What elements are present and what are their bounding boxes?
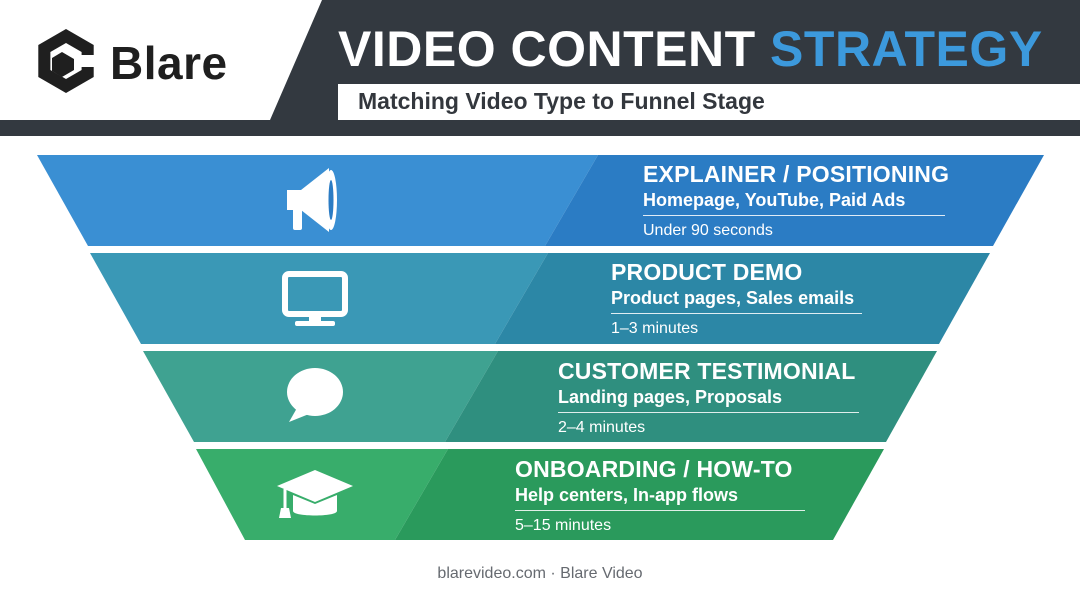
tier-divider <box>643 215 945 216</box>
tier-title: EXPLAINER / POSITIONING <box>643 161 950 187</box>
title-part-2: STRATEGY <box>770 21 1043 77</box>
tier-right-band <box>495 253 990 344</box>
tier-channels: Help centers, In-app flows <box>515 485 739 505</box>
funnel-tier-2 <box>90 253 990 344</box>
graduation-cap-icon <box>277 470 353 518</box>
tier-channels: Landing pages, Proposals <box>558 387 783 407</box>
funnel-tier-4 <box>196 449 884 540</box>
tier-right-band <box>395 449 884 540</box>
speech-bubble-icon <box>287 368 343 422</box>
funnel <box>37 155 1044 540</box>
tier-channels: Product pages, Sales emails <box>611 288 855 308</box>
tier-divider <box>611 313 862 314</box>
tier-left-band <box>90 253 548 344</box>
tier-duration: 1–3 minutes <box>611 320 699 337</box>
tier-title: PRODUCT DEMO <box>611 259 803 285</box>
megaphone-icon <box>287 168 337 232</box>
subtitle-strip <box>338 84 1080 120</box>
tier-duration: 2–4 minutes <box>558 419 646 436</box>
tier-channels: Homepage, YouTube, Paid Ads <box>643 190 906 210</box>
tier-4-text: ONBOARDING / HOW-TO Help centers, In-app… <box>515 456 805 536</box>
page-title: VIDEO CONTENT STRATEGY <box>338 20 1043 78</box>
footer-credit: blarevideo.com · Blare Video <box>437 565 643 582</box>
tier-title: CUSTOMER TESTIMONIAL <box>558 358 856 384</box>
tier-right-band <box>445 351 937 442</box>
blare-logo-icon <box>38 29 96 93</box>
tier-divider <box>515 510 805 511</box>
tier-title: ONBOARDING / HOW-TO <box>515 456 793 482</box>
funnel-tier-3 <box>143 351 937 442</box>
tier-2-text: PRODUCT DEMO Product pages, Sales emails… <box>611 259 862 339</box>
tier-right-band <box>545 155 1044 246</box>
title-part-1: VIDEO CONTENT <box>338 21 756 77</box>
monitor-icon <box>282 271 348 326</box>
funnel-tier-1 <box>37 155 1044 246</box>
tier-1-text: EXPLAINER / POSITIONING Homepage, YouTub… <box>643 161 950 241</box>
tier-divider <box>558 412 859 413</box>
page-subtitle: Matching Video Type to Funnel Stage <box>358 88 765 114</box>
tier-duration: Under 90 seconds <box>643 222 773 239</box>
tier-duration: 5–15 minutes <box>515 517 612 534</box>
tier-3-text: CUSTOMER TESTIMONIAL Landing pages, Prop… <box>558 358 859 438</box>
brand-name: Blare <box>110 37 228 89</box>
